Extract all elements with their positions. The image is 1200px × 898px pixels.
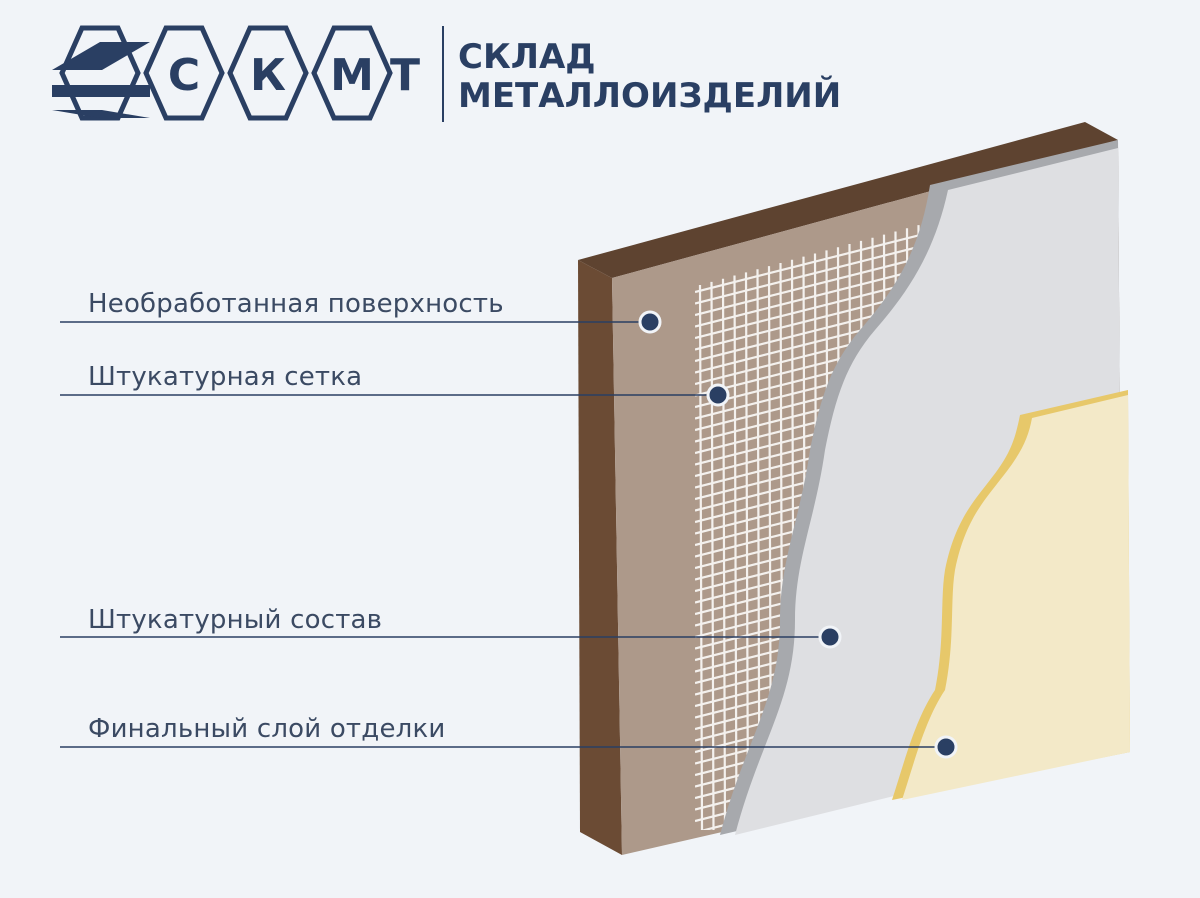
label-plaster: Штукатурный состав	[60, 605, 842, 649]
wall-top-edge	[578, 122, 1118, 278]
labels: Необработанная поверхность Штукатурная с…	[60, 289, 958, 759]
marker-dot	[934, 735, 958, 759]
logo-letters: С К М Т	[168, 50, 420, 101]
logo-hex-1	[59, 25, 141, 121]
finish-surface	[902, 395, 1130, 800]
mesh-horizontal-strand	[695, 240, 930, 305]
wall-side-edge	[578, 260, 622, 855]
brand-name-line1: СКЛАД	[458, 37, 596, 77]
label-text-raw-surface: Необработанная поверхность	[88, 289, 504, 319]
marker-dot	[638, 310, 662, 334]
label-raw-surface: Необработанная поверхность	[60, 289, 662, 334]
mesh-vertical-strand	[721, 278, 727, 830]
label-text-mesh: Штукатурная сетка	[88, 362, 362, 392]
mesh-vertical-strand	[733, 275, 738, 830]
logo-letter-1: С	[168, 50, 200, 101]
mesh-horizontal-strand	[695, 228, 930, 294]
logo-letter-4: Т	[390, 50, 420, 101]
marker-dot	[818, 625, 842, 649]
logo-letter-3: М	[330, 50, 374, 101]
label-text-finish: Финальный слой отделки	[88, 714, 445, 744]
mesh-vertical-strand	[710, 281, 715, 830]
label-mesh: Штукатурная сетка	[60, 362, 730, 407]
brand-name-line2: МЕТАЛЛОИЗДЕЛИЙ	[458, 75, 841, 116]
mesh-vertical-strand	[744, 272, 750, 830]
label-finish: Финальный слой отделки	[60, 714, 958, 759]
logo-hex-4	[311, 25, 393, 121]
logo-letter-2: К	[250, 50, 286, 101]
logo: С К М Т СКЛАД МЕТАЛЛОИЗДЕЛИЙ	[52, 25, 841, 122]
mesh-horizontal-strand	[695, 251, 930, 317]
wall	[578, 122, 1130, 855]
logo-hex-3	[227, 25, 309, 121]
logo-emblem	[52, 42, 150, 118]
label-text-plaster: Штукатурный состав	[88, 605, 382, 635]
logo-hex-2	[143, 25, 225, 121]
mesh-horizontal-strand	[695, 263, 930, 328]
marker-dot	[706, 383, 730, 407]
